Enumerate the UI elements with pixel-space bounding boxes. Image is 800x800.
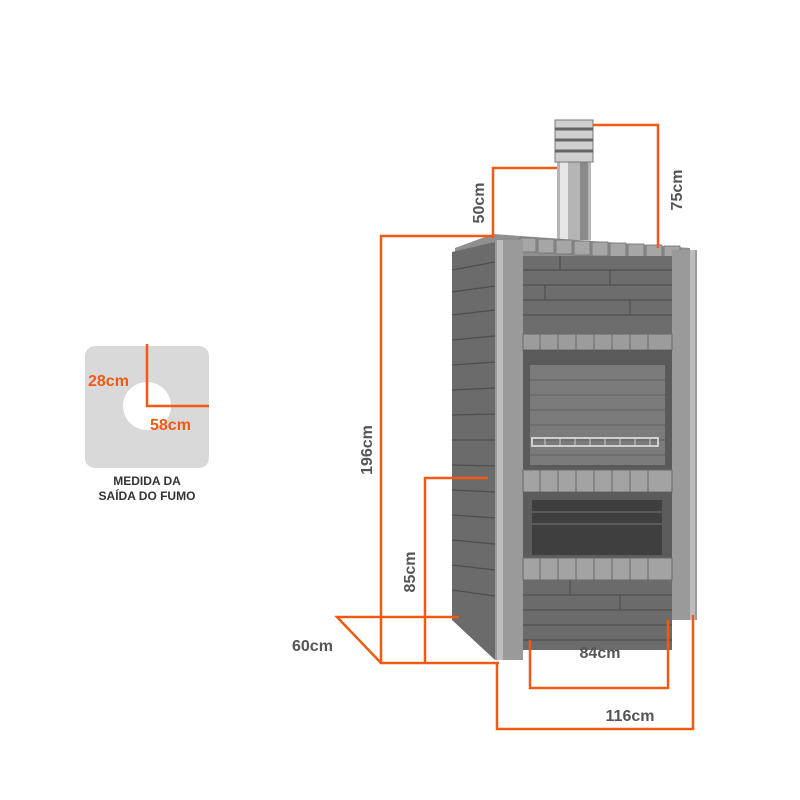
dim-line-depth [334,615,459,664]
smoke-dim-58: 58cm [150,417,191,434]
grill-rack [531,437,659,447]
left-stone-wall [452,242,495,660]
smoke-caption-line2: SAÍDA DO FUMO [99,488,196,503]
smoke-caption-line1: MEDIDA DA [113,474,181,488]
dim-line-chimney-height [593,123,660,248]
dim-line-chimney-width [491,166,557,238]
label-chimney-width: 50cm [471,183,488,224]
dim-line-total-height [379,234,499,665]
smoke-outlet-panel: 28cm 58cm MEDIDA DA SAÍDA DO FUMO [85,344,209,503]
label-total-width: 116cm [606,708,655,725]
label-depth: 60cm [292,638,333,655]
smoke-dim-28: 28cm [88,373,129,390]
dim-line-total-width [495,615,695,731]
lower-brick-ledge [522,557,673,581]
upper-stone-panel [523,256,672,336]
label-counter-height: 85cm [402,552,419,593]
barbecue-unit [451,119,697,660]
middle-brick-ledge [522,469,673,493]
dimension-labels: 50cm 75cm 196cm 85cm 60cm 84cm 116cm [292,170,686,725]
left-stone-texture [451,261,496,597]
base-stone [523,580,672,650]
dim-line-inner-width [528,620,670,690]
upper-brick-ledge [522,333,673,351]
label-inner-width: 84cm [580,645,621,662]
chimney [554,119,594,240]
smoke-outlet-dim-lines [145,344,209,408]
label-total-height: 196cm [359,425,376,475]
dim-line-counter-height [423,476,488,663]
dimension-lines [334,123,695,731]
upper-stone-texture [523,256,672,316]
label-chimney-height: 75cm [669,170,686,211]
